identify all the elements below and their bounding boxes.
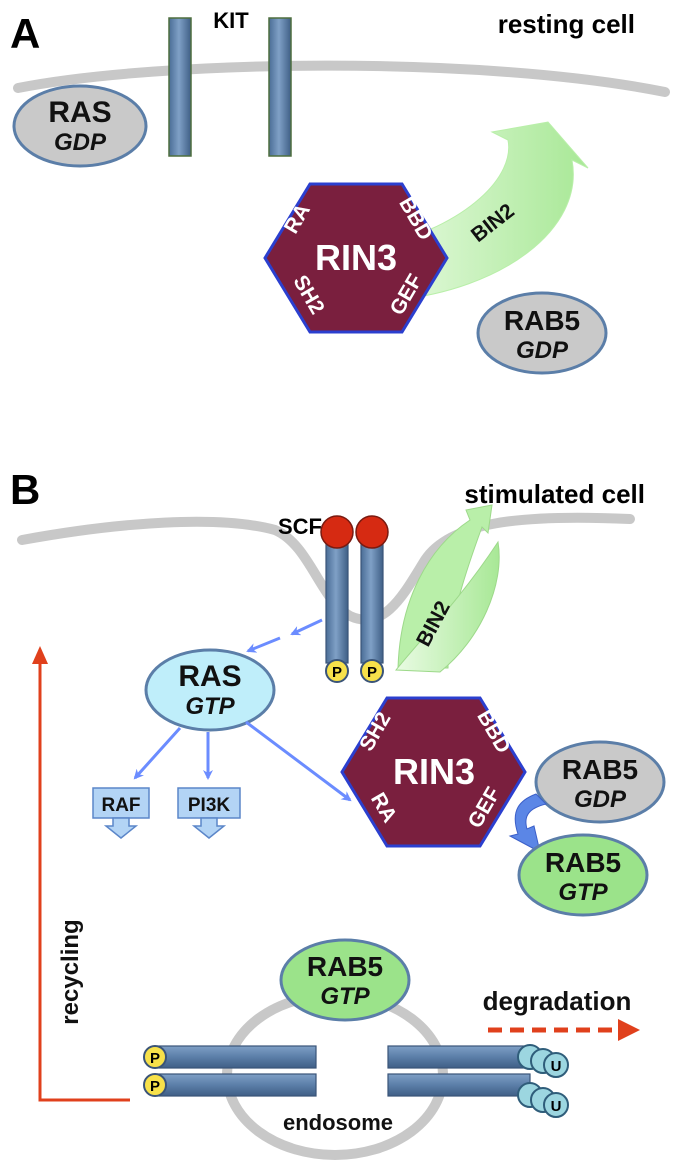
rin3-b: RIN3 SH2 BBD RA GEF <box>340 696 527 848</box>
scf-ligand-right <box>355 515 389 549</box>
endosome-receptor-right-bottom <box>387 1073 531 1097</box>
phospho-site-right: P <box>360 659 384 683</box>
kit-receptor-right <box>268 17 292 157</box>
stimulated-cell-label: stimulated cell <box>464 479 645 509</box>
ras-gtp-name: RAS <box>178 660 241 693</box>
phospho-site-left: P <box>325 659 349 683</box>
rab5-state-a: GDP <box>516 337 569 364</box>
rab5-name-a: RAB5 <box>504 305 580 336</box>
raf-effector: RAF <box>92 787 150 839</box>
phospho-label: P <box>150 1050 160 1067</box>
ubiquitin-label: U <box>551 1058 562 1075</box>
ubiquitin-cluster-bottom: U <box>517 1082 569 1118</box>
bin2-b: BIN2 <box>394 504 500 673</box>
phospho-label: P <box>150 1078 160 1095</box>
scf-label: SCF <box>278 514 322 539</box>
kit-label: KIT <box>213 8 249 33</box>
recycling-arrow <box>38 662 130 1102</box>
rab5-gtp-state-b: GTP <box>558 879 608 906</box>
endosome-label: endosome <box>283 1110 393 1135</box>
rab5-endosome-state: GTP <box>320 983 370 1010</box>
ras-gdp-a: RAS GDP <box>12 84 148 168</box>
scf-ligand-left <box>320 515 354 549</box>
rab5-endosome-name: RAB5 <box>307 951 383 982</box>
ras-state: GDP <box>54 129 107 156</box>
arrow-ras-rin3 <box>245 720 352 802</box>
rab5-gdp-name-b: RAB5 <box>562 754 638 785</box>
ras-gtp-state: GTP <box>185 693 235 720</box>
resting-cell-label: resting cell <box>498 9 635 39</box>
panel-b-letter: B <box>10 466 40 513</box>
panel-a-letter: A <box>10 10 40 57</box>
pi3k-label: PI3K <box>188 795 231 816</box>
endosome-receptor-left-bottom <box>157 1073 317 1097</box>
ras-name: RAS <box>48 96 111 129</box>
kit-receptor-b-right <box>360 534 384 664</box>
rin3-name-b: RIN3 <box>393 751 475 792</box>
rab5-gtp-name-b: RAB5 <box>545 847 621 878</box>
rab5-gdp-a: RAB5 GDP <box>476 291 608 375</box>
plasma-membrane-a <box>13 60 670 97</box>
arrow-receptor-ras-2 <box>246 636 281 653</box>
phospho-label: P <box>332 664 342 681</box>
recycling-label: recycling <box>57 919 84 1024</box>
kit-receptor-left <box>168 17 192 157</box>
degradation-label: degradation <box>483 986 632 1016</box>
ubiquitin-label: U <box>551 1098 562 1115</box>
phospho-label: P <box>367 664 377 681</box>
endosome-receptor-right-top <box>387 1045 531 1069</box>
rab5-gtp-b: RAB5 GTP <box>517 833 649 917</box>
endosome-phospho-bottom: P <box>143 1073 167 1097</box>
rab5-gdp-state-b: GDP <box>574 786 627 813</box>
raf-label: RAF <box>101 795 140 816</box>
endosome-phospho-top: P <box>143 1045 167 1069</box>
rab5-gdp-b: RAB5 GDP <box>534 740 666 824</box>
rin3-a: RIN3 RA BBD SH2 GEF <box>263 182 449 334</box>
arrow-ras-raf <box>133 726 182 780</box>
rin3-name-a: RIN3 <box>315 237 397 278</box>
degradation-arrowhead <box>618 1019 640 1041</box>
recycling-arrowhead <box>32 646 48 664</box>
arrow-receptor-ras-1 <box>290 618 323 636</box>
rab5-gtp-endosome: RAB5 GTP <box>279 938 411 1022</box>
ubiquitin-cluster-top: U <box>517 1044 569 1078</box>
ras-gtp-b: RAS GTP <box>144 648 276 732</box>
gef-activation-arrow <box>508 793 547 853</box>
endosome-receptor-left-top <box>157 1045 317 1069</box>
pi3k-effector: PI3K <box>177 787 241 839</box>
kit-receptor-b-left <box>325 534 349 664</box>
